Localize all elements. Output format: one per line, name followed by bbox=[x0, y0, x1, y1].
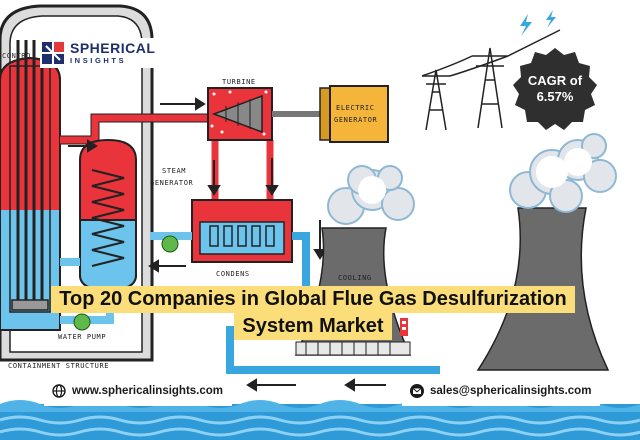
flag-icon bbox=[400, 318, 408, 336]
email-text: sales@sphericalinsights.com bbox=[430, 385, 592, 397]
label-turbine: TURBINE bbox=[222, 78, 256, 86]
label-water-pump: WATER PUMP bbox=[58, 333, 107, 341]
cagr-value: 6.57% bbox=[536, 89, 574, 104]
label-steam-1: STEAM bbox=[162, 167, 187, 175]
brand-name: SPHERICAL bbox=[70, 40, 156, 57]
badge-seal-shape bbox=[513, 48, 597, 130]
label-cooling: COOLING bbox=[338, 274, 372, 282]
pump-icon bbox=[73, 235, 179, 331]
label-steam-2: GENERATOR bbox=[150, 179, 194, 187]
label-containment: CONTAINMENT STRUCTURE bbox=[8, 362, 110, 370]
headline: Top 20 Companies in Global Flue Gas Desu… bbox=[48, 286, 578, 340]
reactor-vessel bbox=[0, 40, 61, 331]
turbine bbox=[207, 87, 273, 141]
email-link[interactable]: sales@sphericalinsights.com bbox=[402, 376, 600, 406]
headline-line-1: Top 20 Companies in Global Flue Gas Desu… bbox=[51, 286, 575, 313]
headline-line-2: System Market bbox=[234, 313, 392, 340]
cagr-badge: CAGR of 6.57% bbox=[512, 46, 598, 132]
spherical-insights-logo-icon bbox=[42, 42, 64, 64]
brand-subname: INSIGHTS bbox=[70, 56, 127, 66]
website-link[interactable]: www.sphericalinsights.com bbox=[44, 376, 232, 406]
steam-generator bbox=[79, 138, 137, 292]
globe-icon bbox=[52, 384, 66, 398]
cagr-label: CAGR of bbox=[527, 73, 583, 88]
mail-icon bbox=[410, 384, 424, 398]
label-generator-2: GENERATOR bbox=[334, 116, 378, 124]
website-text: www.sphericalinsights.com bbox=[72, 385, 224, 397]
condenser bbox=[191, 199, 293, 263]
lightning-icon bbox=[520, 10, 556, 36]
brand-logo: SPHERICAL INSIGHTS bbox=[40, 38, 160, 68]
label-condenser: CONDENS bbox=[216, 270, 250, 278]
transmission-towers bbox=[421, 29, 561, 131]
label-generator-1: ELECTRIC bbox=[336, 104, 375, 112]
label-control: CONTRO bbox=[2, 52, 31, 60]
electric-generator bbox=[319, 85, 389, 143]
